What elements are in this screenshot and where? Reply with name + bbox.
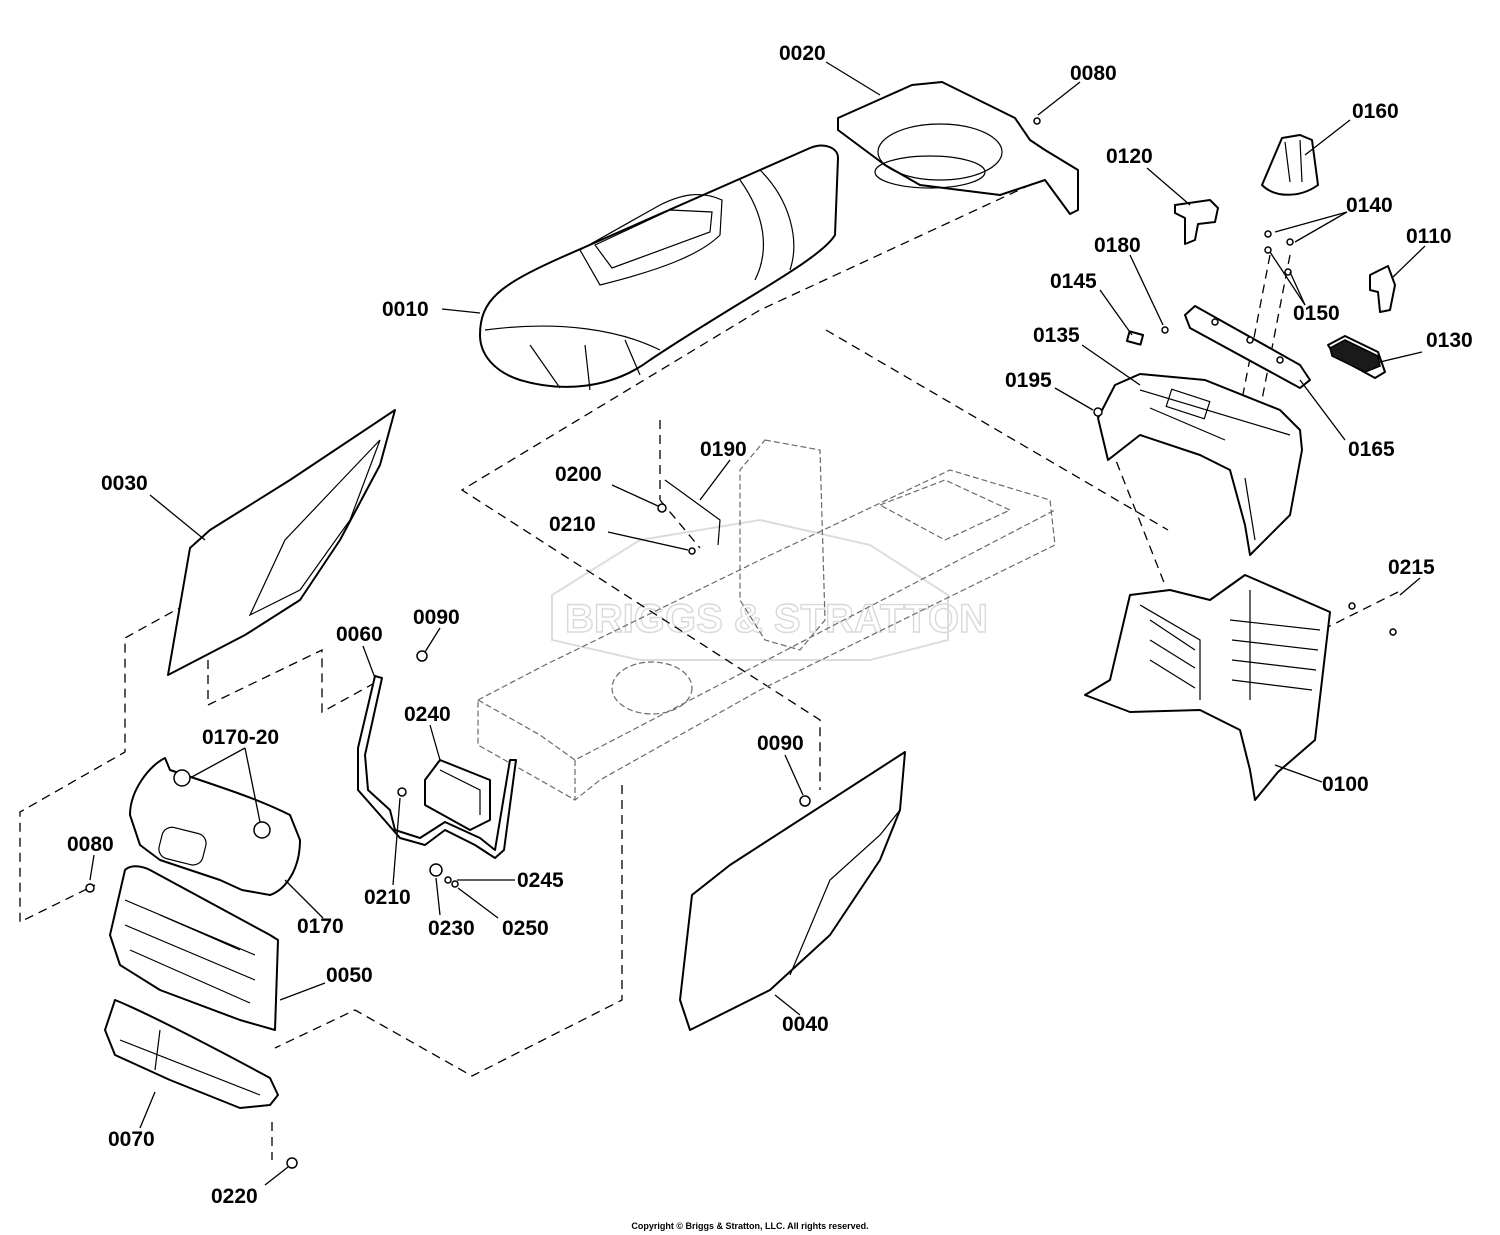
screw-0220 [286,1157,298,1169]
callout-0150: 0150 [1293,302,1340,325]
callout-0165: 0165 [1348,438,1395,461]
rod-0190 [664,479,721,546]
lever-0120 [1174,199,1219,245]
nut-0200 [657,503,667,513]
callout-0145: 0145 [1050,270,1097,293]
callout-0050: 0050 [326,964,373,987]
callout-0040: 0040 [782,1013,829,1036]
screw-0215-a [1348,602,1356,610]
callout-0140: 0140 [1346,194,1393,217]
callout-0080-bottom: 0080 [67,833,114,856]
switch-0130 [1327,335,1386,379]
callout-0180: 0180 [1094,234,1141,257]
watermark-text: BRIGGS & STRATTON [565,597,988,641]
callout-0250: 0250 [502,917,549,940]
callout-0020: 0020 [779,42,826,65]
dash-panel-0020 [837,81,1079,215]
screw-0080-top [1033,117,1041,125]
callout-0090-left: 0090 [413,606,460,629]
bracket-0060 [357,675,517,859]
screw-0080-bottom [85,883,95,893]
hardware [85,117,1397,1169]
callout-0245: 0245 [517,869,564,892]
callout-0030: 0030 [101,472,148,495]
bolt-0210-top [688,547,696,555]
callout-0060: 0060 [336,623,383,646]
callout-0010: 0010 [382,298,429,321]
callout-0220: 0220 [211,1185,258,1208]
callout-0200: 0200 [555,463,602,486]
callout-0100: 0100 [1322,773,1369,796]
hood-0010 [479,144,839,391]
callout-0110: 0110 [1406,225,1452,248]
lever-0110 [1369,265,1396,313]
screw-0250 [451,880,459,888]
screw-0140-b [1286,238,1294,246]
nut-0090-left [416,650,428,662]
assembly-lines [19,177,1399,1160]
nut-0090-right [799,795,811,807]
callout-0170: 0170 [297,915,344,938]
callout-0130: 0130 [1426,329,1473,352]
callout-0190: 0190 [700,438,747,461]
washer-0150-a [1264,246,1272,254]
callout-0160: 0160 [1352,100,1399,123]
bumper-0070 [104,999,279,1109]
callout-0135: 0135 [1033,324,1080,347]
nut-0195 [1093,407,1103,417]
callout-0230: 0230 [428,917,475,940]
callout-0120: 0120 [1106,145,1153,168]
callout-0170-20: 0170-20 [202,726,279,749]
screw-0180 [1161,326,1169,334]
callout-0195: 0195 [1005,369,1052,392]
chassis-frame [477,439,1056,801]
washer-0245 [444,876,452,884]
callout-0070: 0070 [108,1128,155,1151]
boot-0160 [1261,134,1319,196]
callout-0090-right: 0090 [757,732,804,755]
side-panel-0040 [679,751,906,1031]
callout-labels: 0010 0020 0080 0160 0120 0140 0110 0180 … [67,42,1473,1208]
callout-0210-top: 0210 [549,513,596,536]
clip-0145 [1125,330,1145,346]
switch-0230 [429,863,443,877]
watermark: BRIGGS & STRATTON [551,518,989,661]
bolt-0210-bottom [397,787,407,797]
leader-lines [89,61,1426,1186]
plate-0165 [1184,305,1311,389]
washer-0150-b [1284,268,1292,276]
callout-0215: 0215 [1388,556,1435,579]
callout-0240: 0240 [404,703,451,726]
grille-0050 [109,865,279,1031]
panel-0100 [1084,574,1331,801]
callout-0210-bottom: 0210 [364,886,411,909]
screw-0215-b [1389,628,1397,636]
console-0135 [1097,373,1303,556]
copyright-text: Copyright © Briggs & Stratton, LLC. All … [631,1221,868,1231]
callout-0080-top: 0080 [1070,62,1117,85]
side-panel-0030 [167,409,396,676]
bracket-0240 [424,759,491,831]
screw-0140-a [1264,230,1272,238]
